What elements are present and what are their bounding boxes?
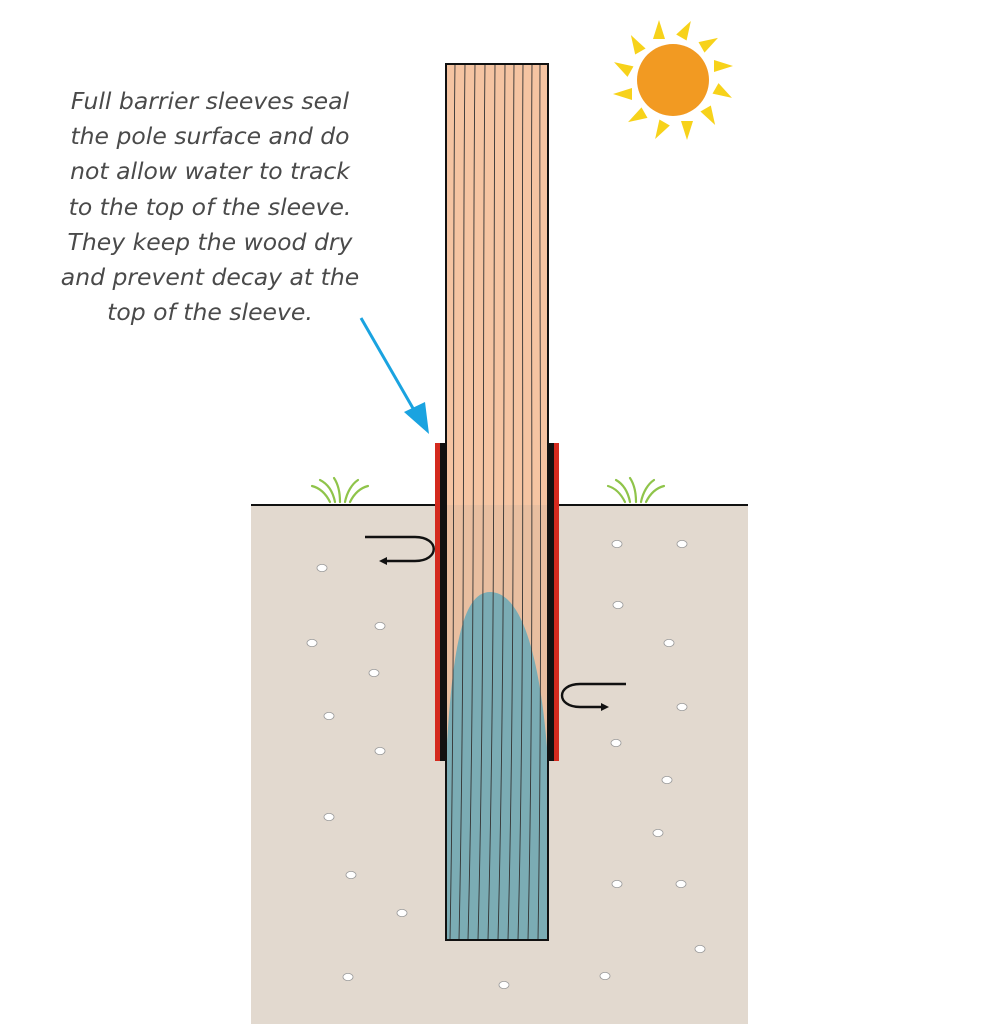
wood-pole xyxy=(445,63,549,941)
barrier-sleeve-left xyxy=(435,443,446,761)
barrier-sleeve-right xyxy=(548,443,559,761)
caption-line: the pole surface and do xyxy=(70,122,350,151)
arrow-down-right-icon xyxy=(359,317,429,434)
caption-line: They keep the wood dry xyxy=(67,227,353,256)
sun-icon xyxy=(613,20,733,140)
caption-line: to the top of the sleeve. xyxy=(68,192,352,221)
caption-line: top of the sleeve. xyxy=(107,298,313,327)
caption-line: not allow water to track xyxy=(70,157,350,186)
curved-arrow-icon xyxy=(561,682,626,711)
grass-tuft-icon xyxy=(606,476,666,504)
caption-text: Full barrier sleeves seal the pole surfa… xyxy=(30,84,390,330)
grass-tuft-icon xyxy=(310,476,370,504)
caption-line: Full barrier sleeves seal xyxy=(70,87,350,115)
soil-pebbles xyxy=(306,540,706,990)
curved-arrow-icon xyxy=(365,535,435,565)
caption-line: and prevent decay at the xyxy=(60,263,360,292)
wood-grain xyxy=(449,64,542,940)
